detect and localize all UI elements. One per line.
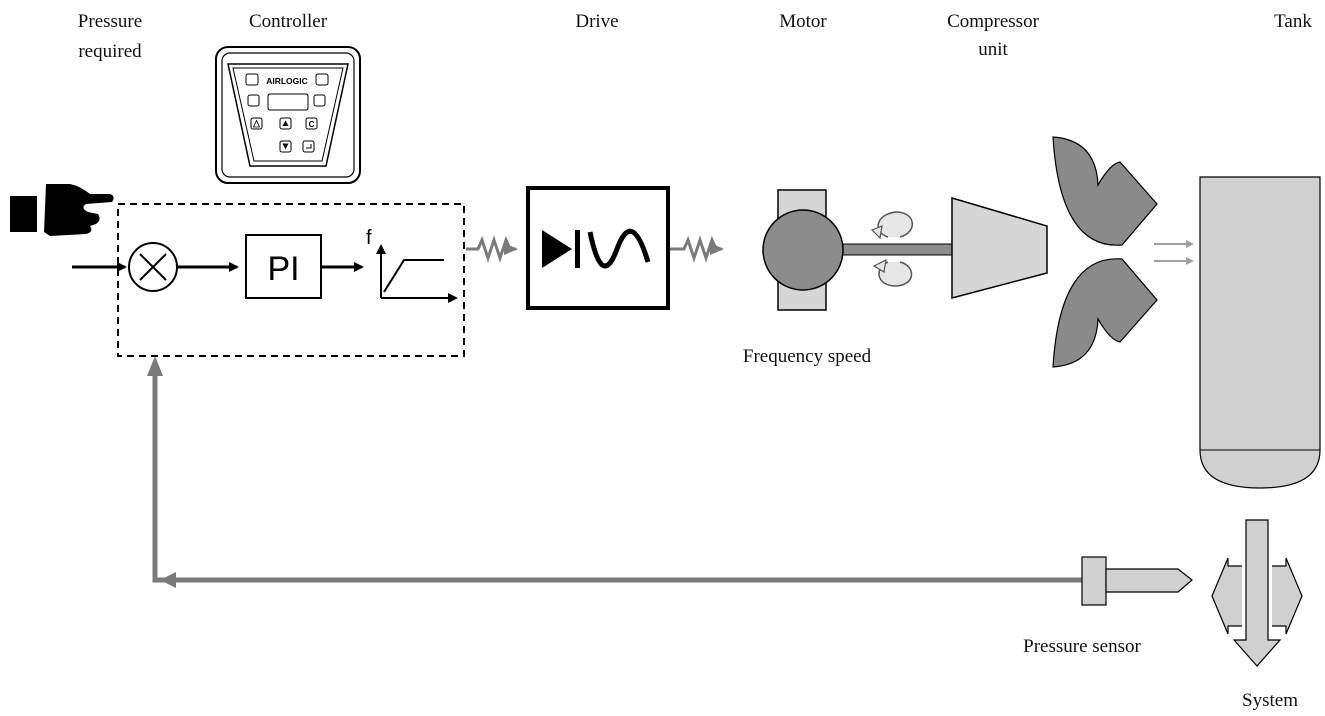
ramp-axis-label: f <box>366 227 372 249</box>
label-pressure-sensor: Pressure sensor <box>1023 636 1141 657</box>
controller-device: AIRLOGIC C <box>215 46 361 184</box>
system-outlet-icon <box>1211 519 1303 667</box>
flow-arrows-icon <box>1154 240 1194 265</box>
controller-brand: AIRLOGIC <box>266 76 308 86</box>
tank-icon <box>1199 176 1321 489</box>
label-frequency-speed: Frequency speed <box>743 346 872 367</box>
label-tank: Tank <box>1274 11 1312 32</box>
rotation-icon <box>870 211 913 287</box>
hand-pointer-icon <box>10 184 114 236</box>
label-motor: Motor <box>779 11 827 32</box>
label-compressor-2: unit <box>978 39 1008 60</box>
label-compressor-1: Compressor <box>947 11 1040 32</box>
controller-c-button-label: C <box>309 120 315 129</box>
pi-label: PI <box>267 250 299 288</box>
label-drive: Drive <box>575 11 618 32</box>
feedback-line <box>147 356 1082 588</box>
pi-block <box>245 234 322 299</box>
motor-icon <box>762 189 961 311</box>
air-flow-elbow-icon <box>1052 136 1158 368</box>
drive-block <box>526 186 670 310</box>
frequency-ramp-graph <box>376 244 458 303</box>
label-pressure-required-2: required <box>78 41 142 62</box>
signal-zigzag-2 <box>670 235 724 263</box>
label-pressure-required-1: Pressure <box>78 11 142 32</box>
pressure-sensor-icon <box>1081 556 1193 606</box>
compressor-unit-shape <box>951 196 1048 299</box>
control-logic-frame <box>117 203 465 357</box>
summing-junction-icon <box>128 242 178 292</box>
label-system: System <box>1242 690 1298 711</box>
signal-zigzag-1 <box>466 235 518 263</box>
label-controller: Controller <box>249 11 328 32</box>
